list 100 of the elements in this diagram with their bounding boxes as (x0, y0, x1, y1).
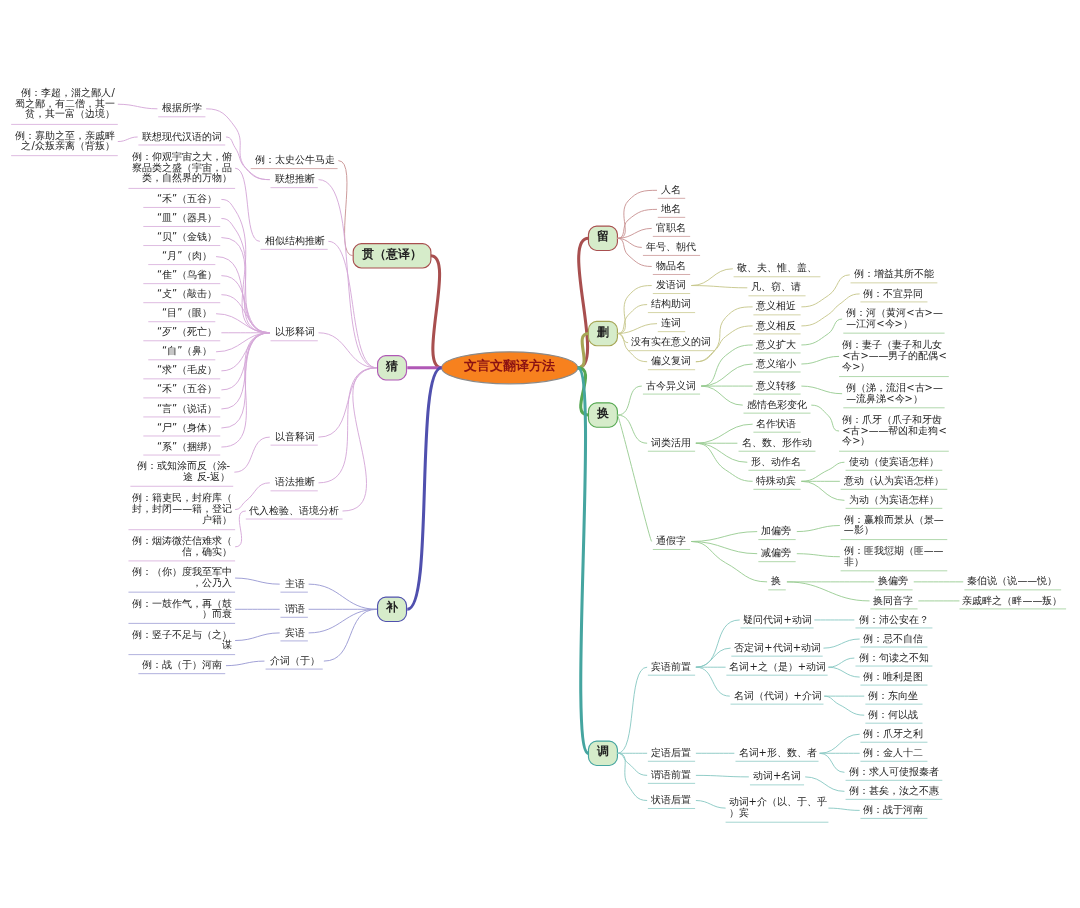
connector (616, 303, 648, 334)
node-text: “尸”（身体） (156, 421, 218, 433)
node-text: 例：金人十二 (863, 746, 924, 758)
connector (225, 136, 271, 180)
node-text: 状语后置 (650, 793, 691, 805)
node-text: 意义缩小 (756, 357, 797, 369)
node-text: 人名 (660, 183, 681, 195)
connector (616, 752, 648, 801)
node-text: “隹”（鸟雀） (156, 268, 218, 280)
connector (819, 752, 845, 773)
node-text: 否定词+代词+动词 (734, 641, 821, 653)
node-text: 例：太史公牛马走 (254, 153, 335, 165)
connector (234, 167, 261, 242)
node-text: 名词+之（是）+动词 (729, 660, 826, 672)
node-text: 例：求人可使报秦者 (848, 765, 939, 777)
node-text: 古今异义词 (645, 379, 696, 391)
node-text: 连词 (660, 316, 681, 328)
node-text: “系”（捆绑） (156, 440, 218, 452)
connector (695, 442, 754, 482)
connector (786, 580, 870, 601)
connector (225, 660, 265, 666)
connector (616, 666, 648, 754)
node-text: 例：东向坐 (868, 689, 919, 701)
connector (823, 638, 861, 649)
connector (695, 305, 754, 362)
connector (695, 423, 754, 444)
node-text: 例：不宜异同 (863, 287, 924, 299)
node-text: 例：寡助之至，亲戚畔之/众叛亲离（背叛） (14, 129, 115, 151)
node-text: 主语 (284, 577, 305, 589)
connector (576, 366, 590, 754)
node-text: 宾语前置 (650, 660, 691, 672)
node-box: 贯（意译） (352, 242, 432, 269)
connector (695, 752, 735, 754)
node-text: 例：匪我愆期（匪——非） (843, 544, 944, 567)
connector (800, 273, 851, 307)
node-text: “贝”（金钱） (156, 230, 218, 242)
node-text: 敬、夫、惟、盖、 (736, 261, 817, 273)
node-text: 例：战于河南 (863, 803, 924, 815)
connector (220, 331, 271, 428)
node-text: “歹”（死亡） (156, 325, 218, 337)
node-text: “禾”（五谷） (156, 382, 218, 394)
node-text: 以音释词 (274, 430, 315, 442)
connector (234, 577, 281, 585)
connector (616, 227, 653, 239)
node-text: 加偏旁 (761, 524, 792, 536)
node-text: 语法推断 (274, 475, 315, 487)
node-box: 留 (587, 225, 618, 251)
connector (616, 237, 653, 267)
node-text: 谓语前置 (650, 768, 691, 780)
node-text: 联想推断 (274, 172, 315, 184)
connector (690, 540, 768, 582)
connector (796, 552, 841, 557)
node-text: 例：籍吏民，封府库（封，封闭——籍，登记户籍） (132, 491, 233, 525)
connector (616, 414, 653, 542)
node-text: 减偏旁 (761, 546, 792, 558)
connector (827, 807, 861, 811)
node-text: 例：何以战 (868, 708, 919, 720)
node-text: 形、动作名 (751, 455, 802, 467)
node-text: 例：仰观宇宙之大，俯察品类之盛（宇宙，品类，自然界的万物） (132, 150, 233, 183)
connector (577, 236, 590, 369)
node-text: 代入检验、语境分析 (249, 504, 340, 516)
connector (917, 599, 960, 601)
node-text: 谓语 (284, 602, 305, 614)
connector (616, 385, 643, 415)
node-text: 换偏旁 (878, 574, 909, 586)
connector (616, 284, 653, 334)
node-text: 联想现代汉语的词 (142, 130, 223, 142)
connector (800, 461, 845, 482)
connector (577, 331, 589, 369)
connector (430, 253, 443, 369)
connector (913, 580, 964, 582)
node-text: 为动（为宾语怎样） (848, 493, 939, 505)
node-text: “攴”（敲击） (156, 287, 218, 299)
node-text: 名作状语 (756, 417, 797, 429)
connector (813, 619, 855, 620)
connector (800, 480, 845, 501)
node-text: 例：竖子不足与（之）谋 (132, 628, 233, 650)
connector (233, 436, 271, 473)
node-text: “月”（肉） (162, 249, 213, 261)
connector (700, 385, 754, 387)
node-text: 例：赢粮而景从（景——影） (843, 513, 944, 535)
node-text: 例：忌不自信 (863, 632, 924, 644)
node-text: 名词（代词）+介词 (733, 689, 822, 701)
connector (577, 365, 589, 417)
node-text: 凡、窃、请 (751, 280, 802, 292)
connector (700, 344, 754, 387)
connector (323, 608, 378, 662)
connector (117, 136, 139, 142)
node-text: 宾语 (284, 626, 305, 637)
connector (810, 404, 840, 431)
node-text: 秦伯说（说——悦） (967, 574, 1058, 586)
node-box: 调 (587, 740, 618, 766)
connector (695, 799, 727, 809)
node-text: 相似结构推断 (264, 234, 325, 246)
connector (690, 284, 748, 288)
connector (700, 385, 744, 406)
node-text: 官职名 (655, 221, 686, 233)
connector (695, 774, 750, 777)
node-text: 例：沛公安在？ (858, 613, 929, 625)
node-box: 换 (587, 401, 618, 428)
